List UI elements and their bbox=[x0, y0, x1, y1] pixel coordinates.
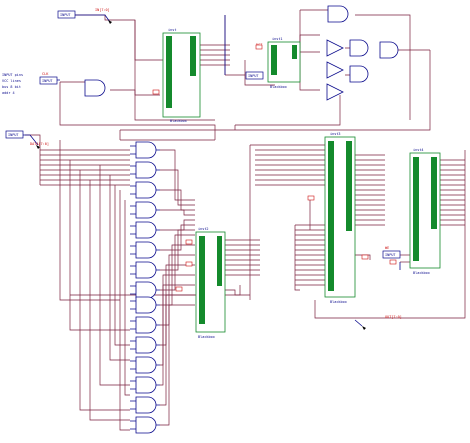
bottom-net-label: OUT[7:0] bbox=[385, 315, 402, 319]
gate-pins bbox=[130, 300, 160, 310]
red-markers bbox=[152, 44, 397, 292]
input-pin-top-label: INPUT bbox=[60, 13, 71, 17]
and-gate-9 bbox=[135, 296, 157, 314]
input-pin-top: INPUT IN[7:0] bbox=[57, 8, 110, 19]
block-reg-mid-name: inst2 bbox=[198, 227, 209, 231]
gate-pins bbox=[130, 185, 160, 195]
gate-pins bbox=[130, 380, 160, 390]
input-pin-right-tag: WE bbox=[385, 246, 389, 250]
gate-pins bbox=[130, 245, 160, 255]
input-pin-top-tag: IN[7:0] bbox=[95, 8, 110, 12]
block-mux-top-footer: Blackbox bbox=[170, 119, 187, 123]
and-gate-12 bbox=[135, 356, 157, 374]
gate-pins bbox=[130, 205, 160, 215]
ground-icon bbox=[36, 145, 40, 149]
gate-pins bbox=[130, 225, 160, 235]
block-ram-big-name: inst3 bbox=[330, 132, 341, 136]
ground-icon bbox=[108, 20, 112, 24]
gate-pins bbox=[130, 420, 160, 430]
and-gate-3 bbox=[135, 181, 157, 199]
block-reg-mid-footer: Blackbox bbox=[198, 335, 215, 339]
wire-layer bbox=[25, 9, 466, 431]
input-pin-dff-label: INPUT bbox=[248, 74, 259, 78]
ground-symbols bbox=[36, 20, 366, 330]
input-pin-mid-tag: CLK bbox=[42, 72, 49, 76]
block-dff-top-name: inst1 bbox=[272, 37, 283, 41]
input-pin-mid-label: INPUT bbox=[42, 79, 53, 83]
and-gate-1 bbox=[135, 141, 157, 159]
and-gate-tr4 bbox=[379, 41, 399, 59]
block-ram-right: inst4 Blackbox bbox=[409, 148, 441, 275]
and-gate-4 bbox=[135, 201, 157, 219]
block-dff-top-footer: Blackbox bbox=[270, 85, 287, 89]
input-pin-mid: INPUT CLK bbox=[39, 72, 58, 85]
and-gate-tr2 bbox=[349, 39, 369, 57]
and-gate-tr3 bbox=[349, 65, 369, 83]
gate-pins bbox=[130, 145, 160, 155]
input-pin-left: INPUT DATA[7:0] bbox=[5, 130, 49, 146]
gate-pins bbox=[130, 400, 160, 410]
input-pin-right: INPUT WE bbox=[382, 246, 401, 259]
gate-pins bbox=[130, 340, 160, 350]
gate-layer bbox=[84, 5, 399, 101]
and-gate-10 bbox=[135, 316, 157, 334]
buffer-gate-2 bbox=[326, 61, 344, 79]
and-gate-8 bbox=[135, 281, 157, 299]
input-pin-right-label: INPUT bbox=[385, 253, 396, 257]
gate-pins bbox=[130, 265, 160, 275]
block-reg-mid: inst2 Blackbox bbox=[195, 227, 226, 339]
left-note-3: bus 8 bit bbox=[2, 85, 21, 89]
left-note-4: addr 4 bbox=[2, 91, 15, 95]
ground-icon bbox=[362, 326, 366, 330]
gate-pins bbox=[130, 360, 160, 370]
and-gate-13 bbox=[135, 376, 157, 394]
block-mux-top-name: inst bbox=[168, 28, 176, 32]
and-gate-5 bbox=[135, 221, 157, 239]
gate-pins bbox=[130, 165, 160, 175]
and-gate-tr1 bbox=[327, 5, 349, 23]
block-ram-big-footer: Blackbox bbox=[330, 300, 347, 304]
buffer-gate-1 bbox=[326, 39, 344, 57]
and-gate-14 bbox=[135, 396, 157, 414]
block-mux-top: inst Blackbox bbox=[162, 28, 201, 123]
and-gate-11 bbox=[135, 336, 157, 354]
and-gate-column bbox=[130, 141, 160, 434]
and-gate-clk bbox=[84, 79, 106, 97]
and-gate-15 bbox=[135, 416, 157, 434]
left-note-1: INPUT pins bbox=[2, 73, 23, 77]
block-ram-right-name: inst4 bbox=[413, 148, 424, 152]
left-note-2: VCC lines bbox=[2, 79, 21, 83]
input-pin-left-tag: DATA[7:0] bbox=[30, 142, 49, 146]
and-gate-2 bbox=[135, 161, 157, 179]
gate-pins bbox=[130, 320, 160, 330]
gate-pins bbox=[130, 285, 160, 295]
block-ram-right-footer: Blackbox bbox=[413, 271, 430, 275]
block-dff-top: inst1 Blackbox bbox=[267, 37, 301, 89]
and-gate-6 bbox=[135, 241, 157, 259]
and-gate-7 bbox=[135, 261, 157, 279]
block-ram-big: inst3 Blackbox bbox=[324, 132, 356, 304]
buffer-gate-3 bbox=[326, 83, 344, 101]
left-notes: INPUT pins VCC lines bus 8 bit addr 4 bbox=[2, 73, 23, 95]
input-pin-left-label: INPUT bbox=[8, 133, 19, 137]
